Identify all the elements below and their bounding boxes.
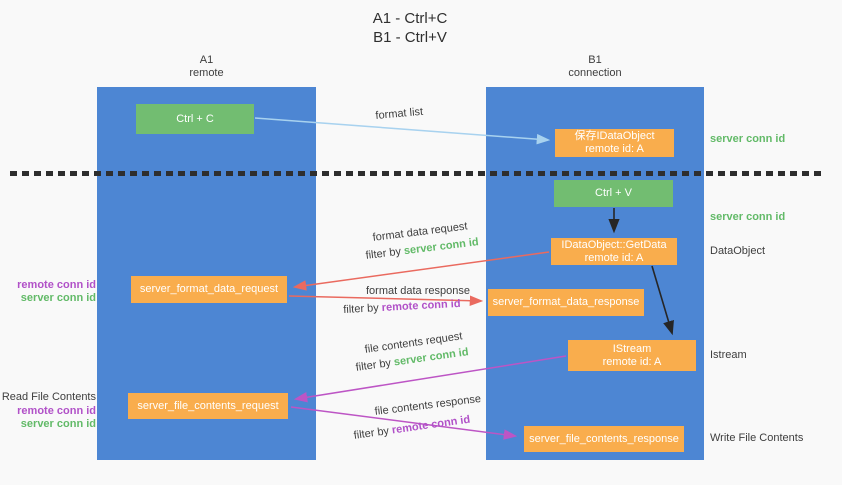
- title-line-1: A1 - Ctrl+C: [372, 10, 448, 27]
- annotation-dataobject: DataObject: [710, 245, 766, 257]
- remote-conn-id-text-2: remote conn id: [391, 413, 471, 437]
- filter-by-text-2: filter by: [343, 301, 383, 316]
- filter-by-text-3: filter by: [355, 356, 395, 374]
- annotation-server-conn-id-left-2: server conn id: [20, 418, 96, 430]
- node-ctrl-v: Ctrl + V: [554, 180, 673, 207]
- node-server-format-data-request: server_format_data_request: [131, 276, 287, 303]
- remote-conn-id-text-1: remote conn id: [381, 297, 461, 314]
- filter-by-text-1: filter by: [365, 245, 405, 262]
- node-istream: IStream remote id: A: [568, 340, 696, 371]
- annotation-remote-conn-id-1: remote conn id: [17, 279, 96, 291]
- node-save-idataobject-line1: 保存IDataObject: [574, 130, 655, 142]
- label-format-data-response: format data response: [366, 285, 470, 297]
- lane-header-a1: A1 remote: [97, 54, 316, 80]
- diagram-title: A1 - Ctrl+C B1 - Ctrl+V: [300, 9, 520, 47]
- lane-a1-name: A1: [199, 54, 214, 66]
- annotation-read-file-contents: Read File Contents: [1, 391, 96, 403]
- filter-by-text-4: filter by: [353, 424, 393, 442]
- annotation-server-conn-id-mid: server conn id: [710, 211, 786, 223]
- label-format-list: format list: [375, 105, 424, 122]
- node-server-file-contents-response: server_file_contents_response: [524, 426, 684, 452]
- lane-header-b1: B1 connection: [486, 54, 704, 80]
- node-file-request-label: server_file_contents_request: [137, 399, 279, 412]
- node-save-idataobject-line2: remote id: A: [585, 143, 644, 155]
- annotation-istream: Istream: [710, 349, 747, 361]
- lane-b1-name: B1: [588, 54, 602, 66]
- node-ctrl-c-label: Ctrl + C: [176, 112, 214, 125]
- label-filter-by-remote-conn-id-1: filter by remote conn id: [343, 298, 461, 316]
- node-format-request-label: server_format_data_request: [139, 283, 279, 295]
- node-file-response-label: server_file_contents_response: [529, 432, 679, 445]
- annotation-remote-conn-id-2: remote conn id: [17, 405, 96, 417]
- lane-b1-subtitle: connection: [568, 67, 622, 79]
- node-istream-line1: IStream: [612, 342, 652, 355]
- dotted-divider-line: [10, 171, 823, 176]
- node-istream-line2: remote id: A: [602, 355, 662, 368]
- node-getdata-line1: IDataObject::GetData: [561, 238, 667, 251]
- server-conn-id-text-1: server conn id: [403, 236, 480, 258]
- lane-a1-subtitle: remote: [189, 67, 224, 79]
- node-idataobject-getdata: IDataObject::GetData remote id: A: [551, 238, 677, 265]
- node-ctrl-c: Ctrl + C: [136, 104, 254, 134]
- node-save-idataobject: 保存IDataObject remote id: A: [555, 129, 674, 157]
- label-filter-by-remote-conn-id-2: filter by remote conn id: [353, 414, 471, 442]
- node-format-response-label: server_format_data_response: [492, 296, 640, 308]
- node-server-format-data-response: server_format_data_response: [488, 289, 644, 316]
- annotation-server-conn-id-left-1: server conn id: [20, 292, 96, 304]
- node-ctrl-v-label: Ctrl + V: [595, 187, 632, 199]
- node-server-file-contents-request: server_file_contents_request: [128, 393, 288, 419]
- annotation-server-conn-id-top: server conn id: [710, 133, 786, 145]
- node-getdata-line2: remote id: A: [584, 251, 644, 264]
- title-line-2: B1 - Ctrl+V: [373, 29, 447, 46]
- annotation-write-file-contents: Write File Contents: [710, 432, 804, 444]
